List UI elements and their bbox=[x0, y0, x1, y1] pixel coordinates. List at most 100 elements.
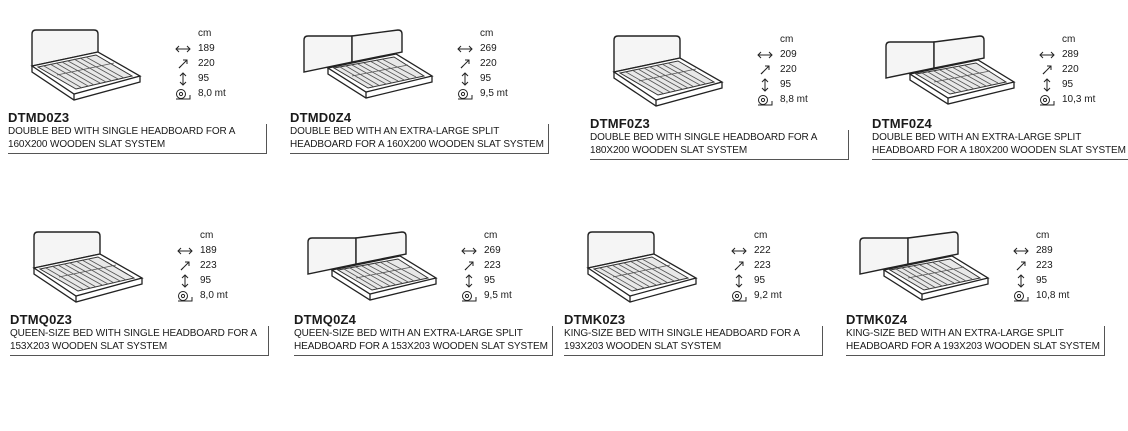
depth-value: 223 bbox=[754, 260, 771, 271]
height-value: 95 bbox=[754, 275, 766, 286]
width-arrow-icon bbox=[454, 45, 476, 53]
depth-arrow-icon bbox=[172, 58, 194, 70]
product-code: DTMK0Z4 bbox=[846, 312, 908, 327]
bed-illustration bbox=[558, 228, 718, 308]
bed-illustration bbox=[866, 32, 1026, 112]
width-arrow-icon bbox=[458, 247, 480, 255]
width-value: 209 bbox=[780, 49, 797, 60]
fabric-value: 9,5 mt bbox=[484, 290, 512, 301]
product-card: cm 189 220 95 8,0 mt DTMD0Z3 DOUBLE BED … bbox=[2, 26, 272, 186]
fabric-roll-icon bbox=[454, 88, 476, 100]
product-code: DTMF0Z4 bbox=[872, 116, 932, 131]
fabric-roll-icon bbox=[728, 290, 750, 302]
width-arrow-icon bbox=[174, 247, 196, 255]
unit-label: cm bbox=[1036, 230, 1050, 241]
fabric-roll-icon bbox=[754, 94, 776, 106]
width-value: 222 bbox=[754, 245, 771, 256]
height-value: 95 bbox=[480, 73, 492, 84]
unit-label: cm bbox=[754, 230, 768, 241]
product-description: QUEEN-SIZE BED WITH SINGLE HEADBOARD FOR… bbox=[10, 326, 269, 356]
depth-arrow-icon bbox=[728, 260, 750, 272]
bed-illustration bbox=[284, 26, 444, 106]
fabric-roll-icon bbox=[1010, 290, 1032, 302]
width-arrow-icon bbox=[754, 51, 776, 59]
unit-label: cm bbox=[480, 28, 494, 39]
product-card: cm 289 220 95 10,3 mt DTMF0Z4 DOUBLE BED… bbox=[866, 32, 1128, 192]
product-card: cm 269 220 95 9,5 mt DTMD0Z4 DOUBLE BED … bbox=[284, 26, 554, 186]
width-value: 189 bbox=[200, 245, 217, 256]
depth-arrow-icon bbox=[174, 260, 196, 272]
bed-illustration bbox=[4, 228, 164, 308]
dimension-specs: cm 222 223 95 9,2 mt bbox=[728, 228, 828, 303]
dimension-specs: cm 289 220 95 10,3 mt bbox=[1036, 32, 1128, 107]
depth-value: 223 bbox=[484, 260, 501, 271]
product-description: KING-SIZE BED WITH SINGLE HEADBOARD FOR … bbox=[564, 326, 823, 356]
product-card: cm 209 220 95 8,8 mt DTMF0Z3 DOUBLE BED … bbox=[584, 32, 854, 192]
fabric-value: 10,3 mt bbox=[1062, 94, 1096, 105]
width-value: 289 bbox=[1036, 245, 1053, 256]
product-description: KING-SIZE BED WITH AN EXTRA-LARGE SPLIT … bbox=[846, 326, 1105, 356]
height-value: 95 bbox=[780, 79, 792, 90]
depth-value: 220 bbox=[480, 58, 497, 69]
fabric-value: 9,2 mt bbox=[754, 290, 782, 301]
height-arrow-icon bbox=[172, 71, 194, 86]
unit-label: cm bbox=[484, 230, 498, 241]
fabric-value: 8,0 mt bbox=[200, 290, 228, 301]
product-code: DTMK0Z3 bbox=[564, 312, 626, 327]
product-code: DTMD0Z4 bbox=[290, 110, 352, 125]
width-arrow-icon bbox=[728, 247, 750, 255]
depth-value: 220 bbox=[1062, 64, 1079, 75]
height-value: 95 bbox=[1036, 275, 1048, 286]
width-value: 269 bbox=[484, 245, 501, 256]
height-value: 95 bbox=[484, 275, 496, 286]
unit-label: cm bbox=[1062, 34, 1076, 45]
height-arrow-icon bbox=[174, 273, 196, 288]
product-code: DTMD0Z3 bbox=[8, 110, 70, 125]
height-arrow-icon bbox=[458, 273, 480, 288]
height-value: 95 bbox=[198, 73, 210, 84]
depth-arrow-icon bbox=[458, 260, 480, 272]
unit-label: cm bbox=[198, 28, 212, 39]
height-value: 95 bbox=[200, 275, 212, 286]
product-code: DTMF0Z3 bbox=[590, 116, 650, 131]
fabric-roll-icon bbox=[1036, 94, 1058, 106]
product-description: DOUBLE BED WITH SINGLE HEADBOARD FOR A 1… bbox=[590, 130, 849, 160]
product-description: DOUBLE BED WITH SINGLE HEADBOARD FOR A 1… bbox=[8, 124, 267, 154]
product-description: QUEEN-SIZE BED WITH AN EXTRA-LARGE SPLIT… bbox=[294, 326, 553, 356]
fabric-value: 10,8 mt bbox=[1036, 290, 1070, 301]
depth-value: 223 bbox=[1036, 260, 1053, 271]
width-arrow-icon bbox=[1010, 247, 1032, 255]
height-arrow-icon bbox=[1036, 77, 1058, 92]
product-card: cm 269 223 95 9,5 mt DTMQ0Z4 QUEEN-SIZE … bbox=[288, 228, 558, 388]
fabric-value: 8,8 mt bbox=[780, 94, 808, 105]
width-value: 269 bbox=[480, 43, 497, 54]
depth-value: 220 bbox=[198, 58, 215, 69]
depth-arrow-icon bbox=[1010, 260, 1032, 272]
fabric-value: 8,0 mt bbox=[198, 88, 226, 99]
height-arrow-icon bbox=[754, 77, 776, 92]
depth-arrow-icon bbox=[1036, 64, 1058, 76]
height-arrow-icon bbox=[454, 71, 476, 86]
product-card: cm 289 223 95 10,8 mt DTMK0Z4 KING-SIZE … bbox=[840, 228, 1110, 388]
fabric-roll-icon bbox=[174, 290, 196, 302]
product-card: cm 189 223 95 8,0 mt DTMQ0Z3 QUEEN-SIZE … bbox=[4, 228, 274, 388]
depth-value: 223 bbox=[200, 260, 217, 271]
unit-label: cm bbox=[780, 34, 794, 45]
dimension-specs: cm 189 223 95 8,0 mt bbox=[174, 228, 274, 303]
height-arrow-icon bbox=[1010, 273, 1032, 288]
width-arrow-icon bbox=[172, 45, 194, 53]
fabric-roll-icon bbox=[172, 88, 194, 100]
width-value: 189 bbox=[198, 43, 215, 54]
product-code: DTMQ0Z4 bbox=[294, 312, 357, 327]
depth-value: 220 bbox=[780, 64, 797, 75]
bed-illustration bbox=[840, 228, 1000, 308]
product-code: DTMQ0Z3 bbox=[10, 312, 73, 327]
product-description: DOUBLE BED WITH AN EXTRA-LARGE SPLIT HEA… bbox=[290, 124, 549, 154]
depth-arrow-icon bbox=[454, 58, 476, 70]
unit-label: cm bbox=[200, 230, 214, 241]
dimension-specs: cm 289 223 95 10,8 mt bbox=[1010, 228, 1110, 303]
width-arrow-icon bbox=[1036, 51, 1058, 59]
bed-illustration bbox=[2, 26, 162, 106]
dimension-specs: cm 209 220 95 8,8 mt bbox=[754, 32, 854, 107]
bed-illustration bbox=[288, 228, 448, 308]
